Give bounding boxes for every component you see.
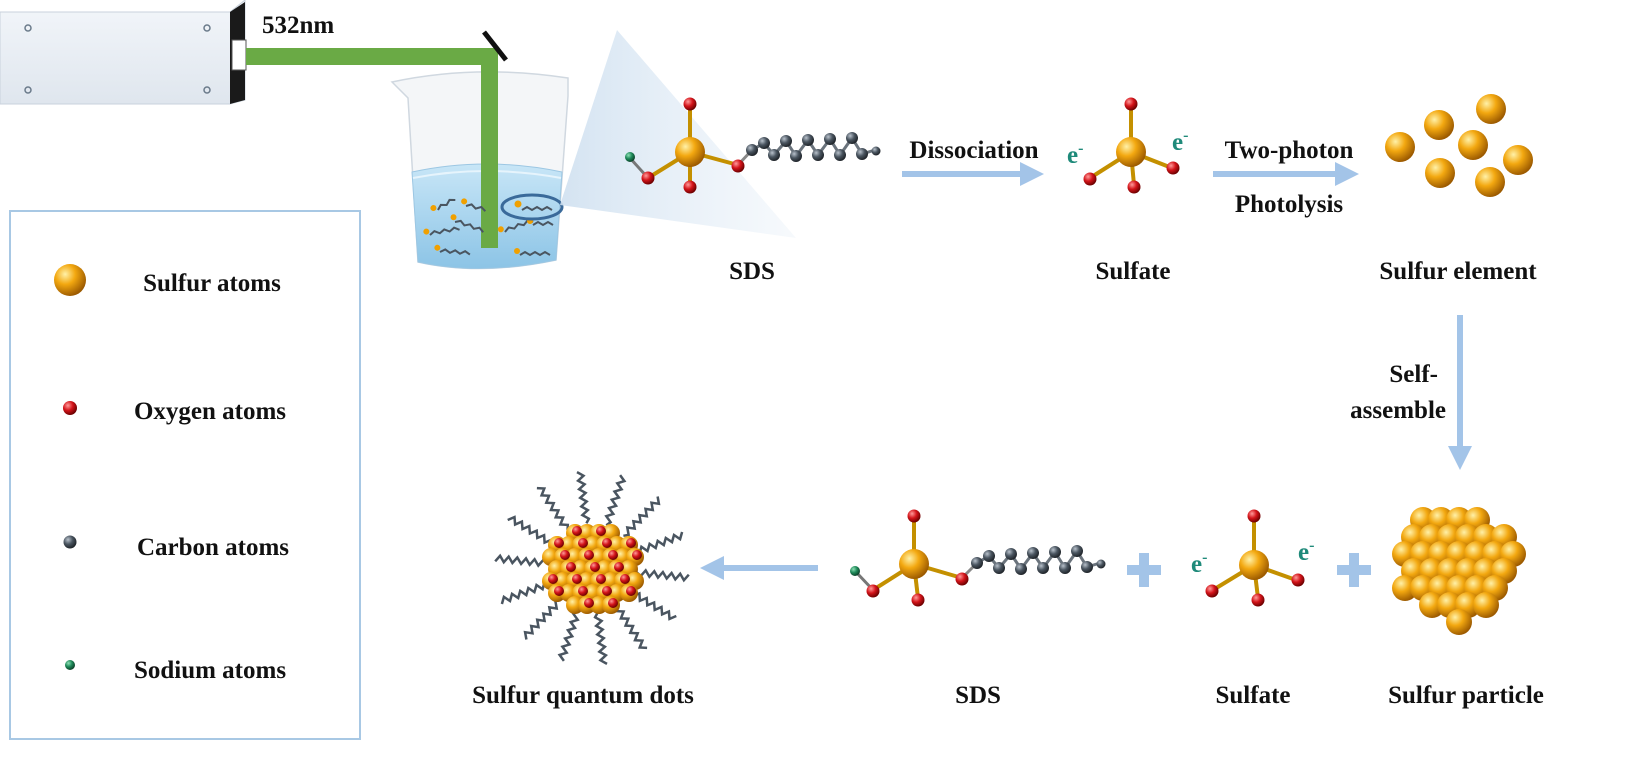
oxygen-atom bbox=[632, 550, 642, 560]
oxygen-atom bbox=[590, 562, 600, 572]
ligand-chain bbox=[629, 590, 677, 621]
quantum-dots-label: Sulfur quantum dots bbox=[472, 682, 694, 709]
sds-molecule-bottom bbox=[850, 509, 1106, 607]
sulfur-element-label: Sulfur element bbox=[1379, 258, 1537, 285]
ligand-chain bbox=[635, 568, 690, 583]
oxygen-atom bbox=[548, 574, 558, 584]
ligand-chain bbox=[633, 531, 684, 556]
sulfur-atom bbox=[1392, 575, 1418, 601]
sulfur-atom-icon bbox=[54, 264, 86, 296]
sulfate-label-bottom: Sulfate bbox=[1216, 682, 1291, 709]
sulfate-molecule-bottom bbox=[1205, 509, 1305, 607]
sodium-atom-icon bbox=[65, 660, 75, 670]
sulfur-atom bbox=[1446, 609, 1472, 635]
carbon-atom-icon bbox=[63, 535, 77, 549]
ligand-chain bbox=[623, 496, 661, 538]
oxygen-atom bbox=[554, 538, 564, 548]
oxygen-atom bbox=[602, 538, 612, 548]
oxygen-atom bbox=[596, 526, 606, 536]
oxygen-atom bbox=[602, 586, 612, 596]
ligand-chain bbox=[604, 474, 627, 527]
zoom-molecule bbox=[514, 200, 553, 212]
ligand-chain bbox=[557, 609, 580, 662]
oxygen-atom bbox=[608, 550, 618, 560]
oxygen-atom bbox=[554, 586, 564, 596]
electron-label-bottom-right: e- bbox=[1298, 537, 1314, 566]
assemble-label: assemble bbox=[1350, 397, 1446, 424]
legend-oxygen-label: Oxygen atoms bbox=[134, 398, 286, 425]
beaker bbox=[390, 71, 569, 270]
dissociation-label: Dissociation bbox=[909, 137, 1038, 164]
sulfur-particle-label: Sulfur particle bbox=[1388, 682, 1544, 709]
sulfate-molecule-top bbox=[1083, 97, 1180, 194]
self-label: Self- bbox=[1389, 361, 1438, 388]
oxygen-atom bbox=[560, 550, 570, 560]
beaker-molecules bbox=[423, 198, 554, 257]
ligand-chain bbox=[536, 486, 570, 531]
sulfate-label-top: Sulfate bbox=[1096, 258, 1171, 285]
plus-sign-left bbox=[1127, 553, 1161, 587]
wavelength-label: 532nm bbox=[262, 12, 334, 39]
sulfur-particle bbox=[1392, 507, 1526, 635]
sulfur-atom bbox=[1419, 592, 1445, 618]
oxygen-atom-icon bbox=[63, 401, 77, 415]
electron-label-top-right: e- bbox=[1172, 127, 1188, 156]
ligand-chain bbox=[494, 553, 549, 568]
electron-label-bottom-left: e- bbox=[1191, 549, 1207, 578]
legend-carbon: Carbon atoms bbox=[63, 534, 289, 561]
two-photon-label: Two-photon bbox=[1225, 137, 1354, 164]
legend-sodium: Sodium atoms bbox=[65, 657, 286, 684]
ligand-chain bbox=[523, 598, 561, 640]
oxygen-atom bbox=[626, 538, 636, 548]
oxygen-atom bbox=[566, 562, 576, 572]
oxygen-atom bbox=[572, 526, 582, 536]
legend-box bbox=[9, 210, 361, 740]
legend-oxygen: Oxygen atoms bbox=[63, 398, 286, 425]
laser-device bbox=[0, 0, 247, 105]
oxygen-atom bbox=[614, 562, 624, 572]
plus-sign-right bbox=[1337, 553, 1371, 587]
zoom-highlight bbox=[500, 193, 564, 221]
sds-label-bottom: SDS bbox=[955, 682, 1001, 709]
oxygen-atom bbox=[578, 538, 588, 548]
laser-beam bbox=[246, 30, 508, 248]
oxygen-atom bbox=[596, 574, 606, 584]
oxygen-atom bbox=[584, 550, 594, 560]
ligand-chain bbox=[575, 471, 591, 524]
legend-sodium-label: Sodium atoms bbox=[134, 657, 286, 684]
ligand-chain bbox=[507, 515, 555, 546]
electron-label-top-left: e- bbox=[1067, 140, 1083, 169]
sds-label-top: SDS bbox=[729, 258, 775, 285]
ligand-chain bbox=[614, 605, 648, 650]
photolysis-label: Photolysis bbox=[1235, 191, 1344, 218]
ligand-chain bbox=[500, 580, 551, 605]
legend-sulfur-label: Sulfur atoms bbox=[143, 270, 281, 297]
oxygen-atom bbox=[578, 586, 588, 596]
sulfur-atom bbox=[1473, 592, 1499, 618]
legend-sulfur: Sulfur atoms bbox=[54, 264, 281, 297]
oxygen-atom bbox=[626, 586, 636, 596]
oxygen-atom bbox=[608, 598, 618, 608]
ligand-chain bbox=[593, 612, 609, 665]
legend-carbon-label: Carbon atoms bbox=[137, 534, 289, 561]
zoom-cone bbox=[560, 30, 796, 238]
oxygen-atom bbox=[572, 574, 582, 584]
oxygen-atom bbox=[620, 574, 630, 584]
sulfur-element-cluster bbox=[1385, 94, 1533, 197]
sds-molecule-top bbox=[625, 97, 881, 194]
oxygen-atom bbox=[584, 598, 594, 608]
sulfur-quantum-dot bbox=[494, 471, 690, 665]
